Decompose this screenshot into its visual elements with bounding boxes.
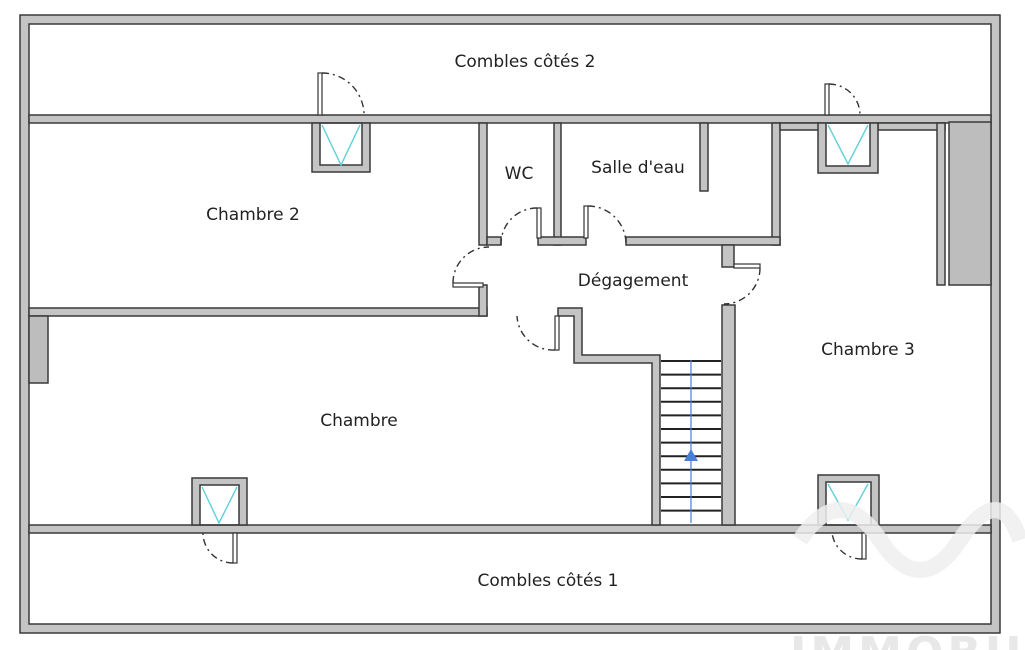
room-label-degagement: Dégagement <box>578 271 689 291</box>
room-label-combles-2: Combles côtés 2 <box>454 52 595 72</box>
wall-chambre3-top <box>779 122 821 131</box>
wall-stair <box>557 307 661 526</box>
outer-wall <box>19 14 1001 634</box>
wall-salle-partition <box>699 122 709 192</box>
wall-chambre2-bottom <box>28 307 488 317</box>
room-label-wc: WC <box>505 164 534 184</box>
window-niche <box>311 122 371 173</box>
wall-deg-right-low <box>721 304 736 526</box>
closet-right <box>948 121 992 286</box>
wall-wc-bottom <box>537 236 587 246</box>
room-label-combles-1: Combles côtés 1 <box>477 571 618 591</box>
room-label-chambre: Chambre <box>320 411 398 431</box>
watermark-logo: IMMOBILIER <box>790 502 1025 650</box>
roof-windows <box>201 124 869 525</box>
wall-chambre3-right <box>936 122 946 286</box>
wall-salle-right <box>771 122 781 246</box>
wall-chambre3-top2 <box>877 122 946 131</box>
wall-wc-bottom-l <box>486 236 502 246</box>
wall-salle-bottom <box>625 236 781 246</box>
window-niche <box>191 477 248 526</box>
room-label-chambre-2: Chambre 2 <box>206 205 300 225</box>
svg-text:IMMOBILIER: IMMOBILIER <box>790 628 1025 650</box>
wall-wc-left <box>478 122 488 246</box>
closet-left <box>28 315 49 384</box>
doors <box>202 72 867 564</box>
wall-wc-right <box>553 122 562 246</box>
stair-arrow-icon <box>684 449 698 461</box>
wall-combles-2 <box>28 114 992 124</box>
wall-wc-left-low <box>478 284 488 317</box>
window-niche <box>817 122 879 174</box>
room-label-chambre-3: Chambre 3 <box>821 340 915 360</box>
wall-deg-right-top <box>721 244 735 268</box>
wall-combles-1 <box>28 524 992 534</box>
room-label-salle-eau: Salle d'eau <box>591 158 685 178</box>
